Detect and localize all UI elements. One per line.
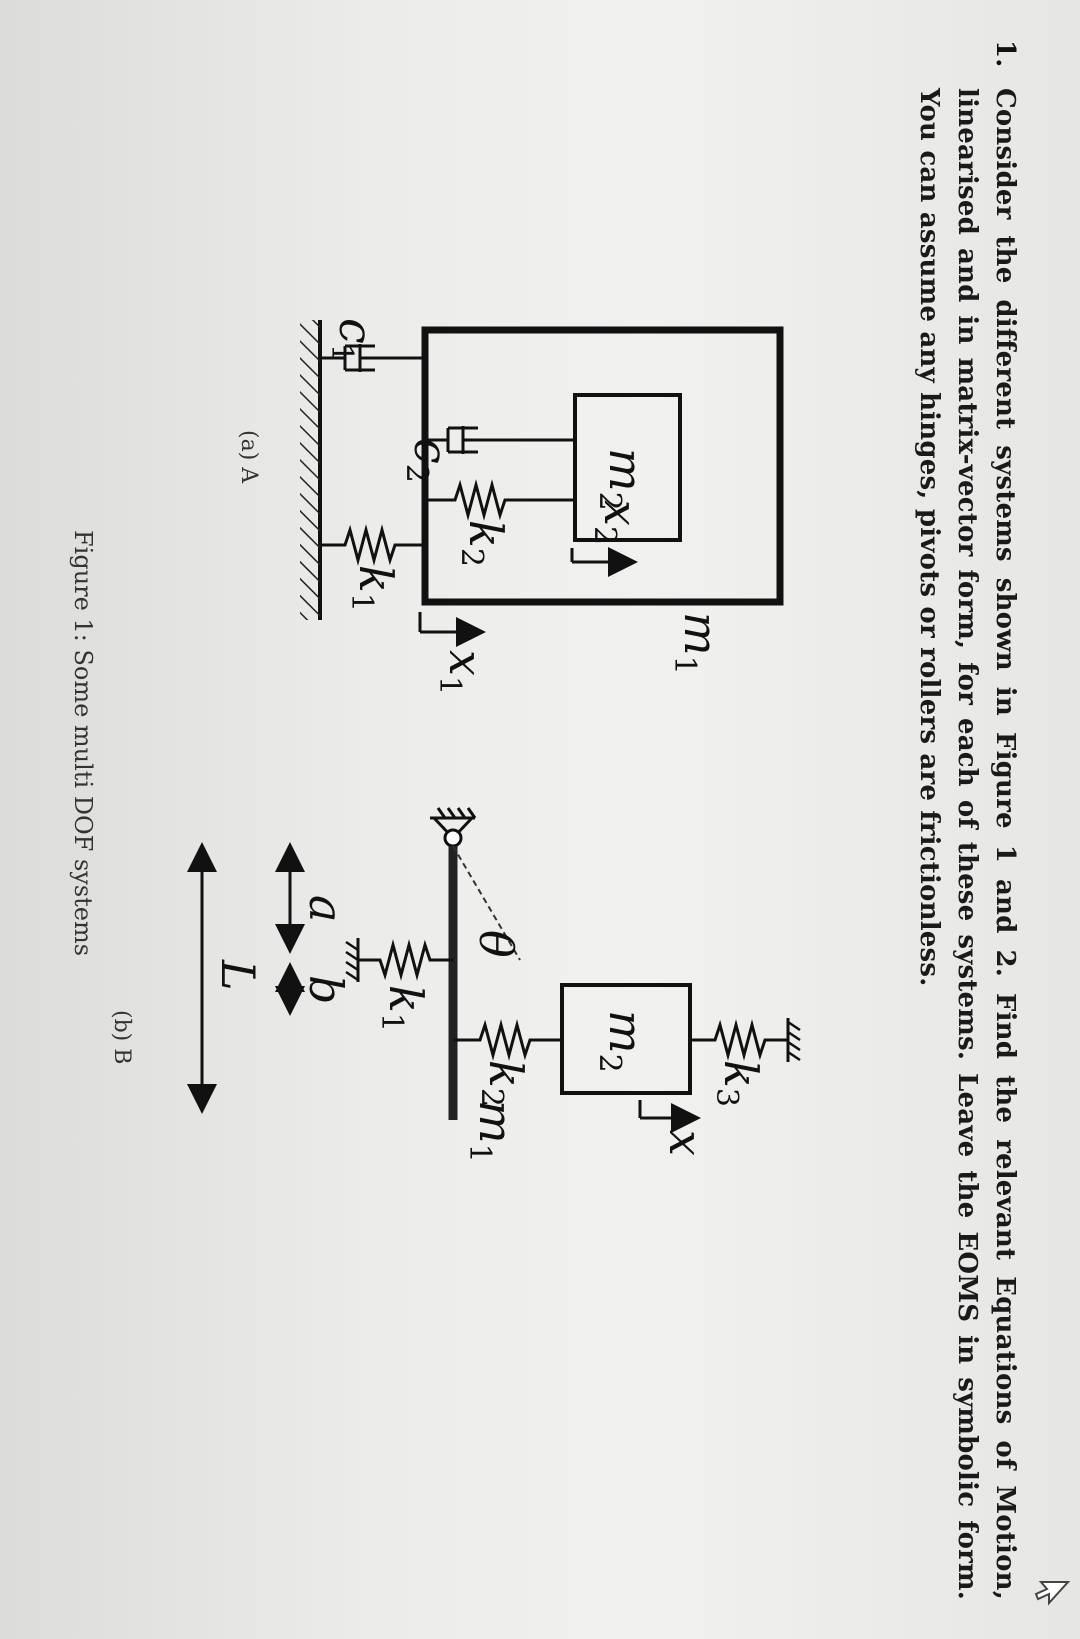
figure-a-system: m2 m1 x2 x1 k2 k1 c2 c1 (a) A	[236, 318, 784, 695]
figure-a-label-m1: m1	[667, 612, 728, 675]
figure-b-label-L: L	[211, 959, 265, 991]
figure-b-ground-k3-hatch	[787, 1020, 801, 1062]
figure-b-label-m1: m1	[462, 1100, 523, 1163]
figure-b-spring-k3	[690, 1019, 788, 1061]
figure-a-damper-c2	[425, 426, 575, 454]
figure-a-spring-k1	[320, 524, 425, 566]
figure-b-label-x: x	[659, 1130, 713, 1156]
figure-b-system: m2 m1 x k3 k2 k1 θ a b L (b) B	[109, 807, 801, 1163]
figure-a-label-k1: k1	[344, 565, 403, 612]
figure-b-spring-k1	[358, 939, 453, 981]
figure-a-arrow-x2	[570, 547, 638, 577]
figure-a-label-x1: x1	[432, 650, 493, 695]
figure-a-label-m2: m2	[592, 448, 653, 511]
figure-b-theta-reference-line	[452, 845, 521, 961]
figure-b-label-k2: k2	[474, 1060, 533, 1107]
figure-a-label-x2: x2	[587, 500, 648, 545]
figure-a-damper-c1	[320, 344, 425, 372]
figure-b-label-theta: θ	[469, 930, 523, 958]
figure-b-spring-k2	[453, 1019, 560, 1061]
figure-b-label-a: a	[299, 895, 353, 922]
figure-a-arrow-x1	[418, 612, 486, 647]
figure-b-label-b: b	[299, 975, 353, 1004]
figure-b-label-m2: m2	[592, 1010, 653, 1073]
figure-a-spring-k2	[425, 479, 575, 521]
figure-a-label-c2: c2	[399, 438, 458, 483]
figure-b-pivot-hinge	[443, 828, 463, 848]
figure-a-ground-hatch	[300, 320, 320, 620]
figure-b-ground-k1-hatch	[345, 940, 359, 982]
figure-b-arrow-x	[638, 1100, 701, 1133]
figure-a-label-k2: k2	[454, 520, 513, 567]
figure-b-label-k1: k1	[374, 985, 433, 1032]
figure-b-label-k3: k3	[709, 1060, 768, 1107]
figure-a-caption: (a) A	[236, 430, 261, 484]
figure-a-mass-m2-box	[573, 393, 682, 542]
figure-a-label-c1: c1	[324, 318, 383, 363]
mouse-cursor-icon	[1034, 1581, 1071, 1606]
figure-1-caption: Figure 1: Some multi DOF systems	[69, 530, 97, 956]
figure-a-mass-m1-box	[421, 326, 784, 606]
figure-b-caption: (b) B	[109, 1010, 134, 1064]
